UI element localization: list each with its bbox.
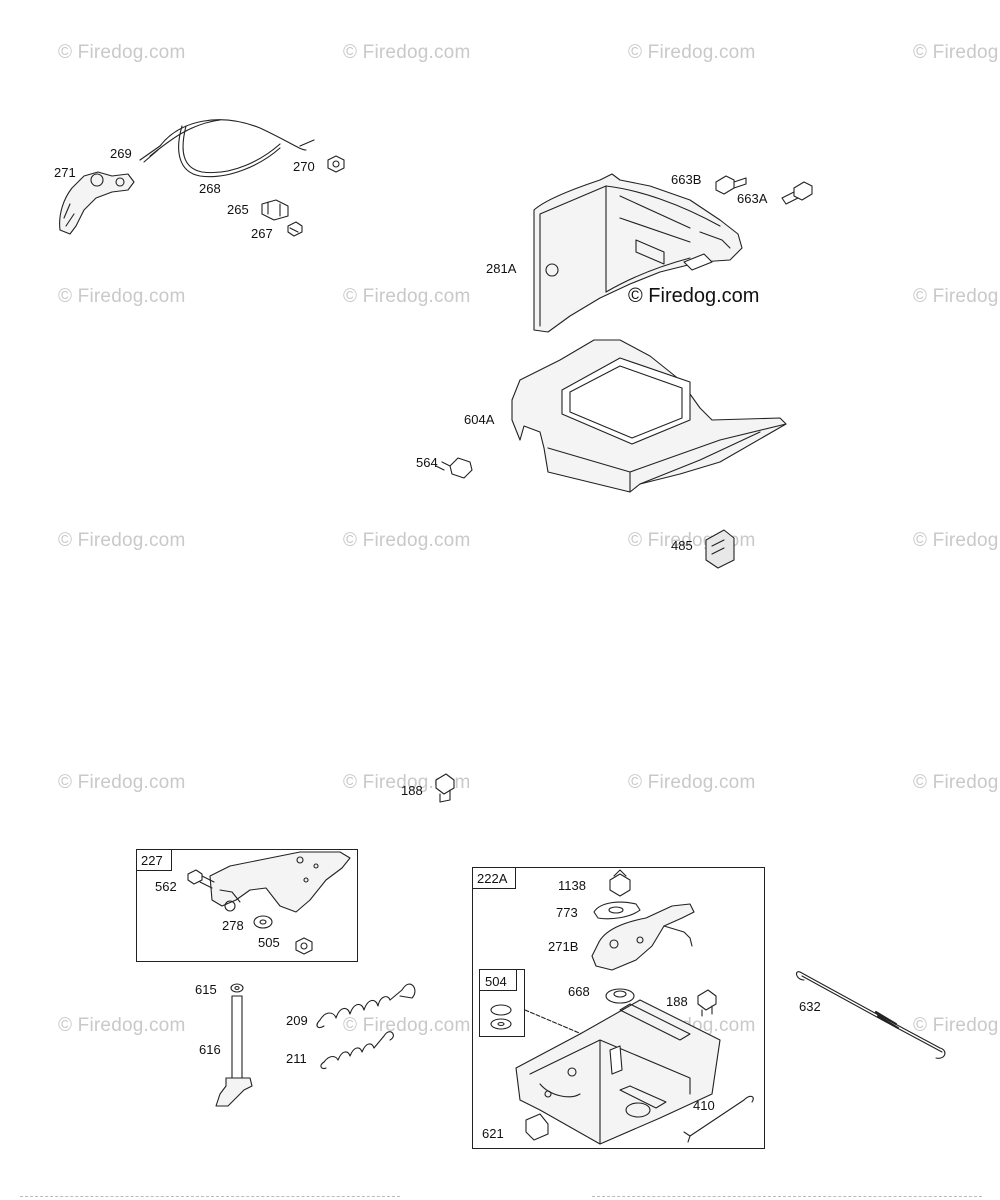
- label-222A: 222A: [477, 871, 508, 886]
- screw-188-top: [435, 773, 455, 803]
- label-227: 227: [141, 853, 163, 868]
- label-278: 278: [222, 918, 244, 933]
- label-188: 188: [666, 994, 688, 1009]
- label-269: 269: [110, 146, 132, 161]
- shroud-281A: [533, 173, 743, 333]
- rod-410: [683, 1095, 754, 1143]
- bolt-663A: [781, 181, 813, 205]
- watermark: © Firedog.com: [343, 1015, 471, 1036]
- footer-divider: [592, 1196, 982, 1198]
- bracket-773: [593, 901, 641, 920]
- washer-278: [253, 915, 273, 929]
- watermark: © Firedog.com: [58, 772, 186, 793]
- watermark: © Firedog.com: [343, 530, 471, 551]
- watermark: © Firedog.com: [343, 42, 471, 63]
- label-616: 616: [199, 1042, 221, 1057]
- clip-485: [705, 529, 735, 569]
- watermark: © Firedog.com: [913, 286, 1000, 307]
- screw-562: [187, 869, 215, 889]
- label-632: 632: [799, 999, 821, 1014]
- nut-270: [327, 155, 345, 173]
- rod-632: [795, 971, 946, 1059]
- lever-227: [209, 851, 351, 913]
- label-562: 562: [155, 879, 177, 894]
- watermark: © Firedog.com: [913, 530, 1000, 551]
- cable-268: [139, 119, 315, 178]
- shaft-616: [215, 995, 253, 1107]
- watermark: © Firedog.com: [628, 42, 756, 63]
- assembly-227-tag: [136, 849, 172, 871]
- assembly-227-frame: [136, 849, 358, 962]
- label-209: 209: [286, 1013, 308, 1028]
- bolt-663B: [715, 175, 747, 195]
- label-668: 668: [568, 984, 590, 999]
- watermark-main: © Firedog.com: [628, 285, 760, 307]
- watermark: © Firedog.com: [628, 772, 756, 793]
- footer-divider: [20, 1196, 400, 1198]
- spring-209: [316, 983, 416, 1029]
- label-281A: 281A: [486, 261, 517, 276]
- control-lever-271: [59, 171, 135, 235]
- washers-504: [490, 1004, 512, 1030]
- washer-668: [605, 988, 635, 1004]
- label-663A: 663A: [737, 191, 768, 206]
- washer-615: [230, 983, 244, 993]
- clip-621: [525, 1113, 549, 1141]
- nut-505: [295, 937, 313, 955]
- plate-621: [515, 999, 721, 1145]
- label-211: 211: [286, 1051, 307, 1066]
- watermark: © Firedog.com: [58, 1015, 186, 1036]
- label-265: 265: [227, 202, 249, 217]
- label-564: 564: [416, 455, 438, 470]
- label-188-top: 188: [401, 783, 423, 798]
- assembly-222A-tag: [472, 867, 516, 889]
- label-267: 267: [251, 226, 273, 241]
- kit-504-tag: [479, 969, 517, 991]
- label-485: 485: [671, 538, 693, 553]
- watermark: © Firedog.com: [343, 286, 471, 307]
- label-1138: 1138: [558, 878, 586, 893]
- spring-211: [320, 1031, 394, 1070]
- watermark: © Firedog.com: [58, 42, 186, 63]
- screw-564: [435, 457, 473, 479]
- nut-1138: [609, 869, 631, 897]
- label-621: 621: [482, 1126, 504, 1141]
- clip-265: [261, 199, 289, 221]
- watermark: © Firedog.com: [58, 530, 186, 551]
- label-663B: 663B: [671, 172, 702, 187]
- label-268: 268: [199, 181, 221, 196]
- lever-271B: [591, 903, 695, 971]
- label-773: 773: [556, 905, 578, 920]
- leader-504: [524, 1009, 611, 1047]
- watermark: © Firedog.com: [58, 286, 186, 307]
- label-604A: 604A: [464, 412, 495, 427]
- label-410: 410: [693, 1098, 715, 1113]
- screw-188: [697, 989, 717, 1017]
- label-270: 270: [293, 159, 315, 174]
- screw-267: [287, 221, 303, 237]
- assembly-222A-frame: [472, 867, 765, 1149]
- label-505: 505: [258, 935, 280, 950]
- watermark: © Firedog.com: [913, 42, 1000, 63]
- watermark: © Firedog.com: [913, 772, 1000, 793]
- watermark: © Firedog.com: [913, 1015, 1000, 1036]
- label-504: 504: [485, 974, 507, 989]
- label-271B: 271B: [548, 939, 579, 954]
- label-615: 615: [195, 982, 217, 997]
- base-604A: [511, 339, 787, 493]
- label-271: 271: [54, 165, 76, 180]
